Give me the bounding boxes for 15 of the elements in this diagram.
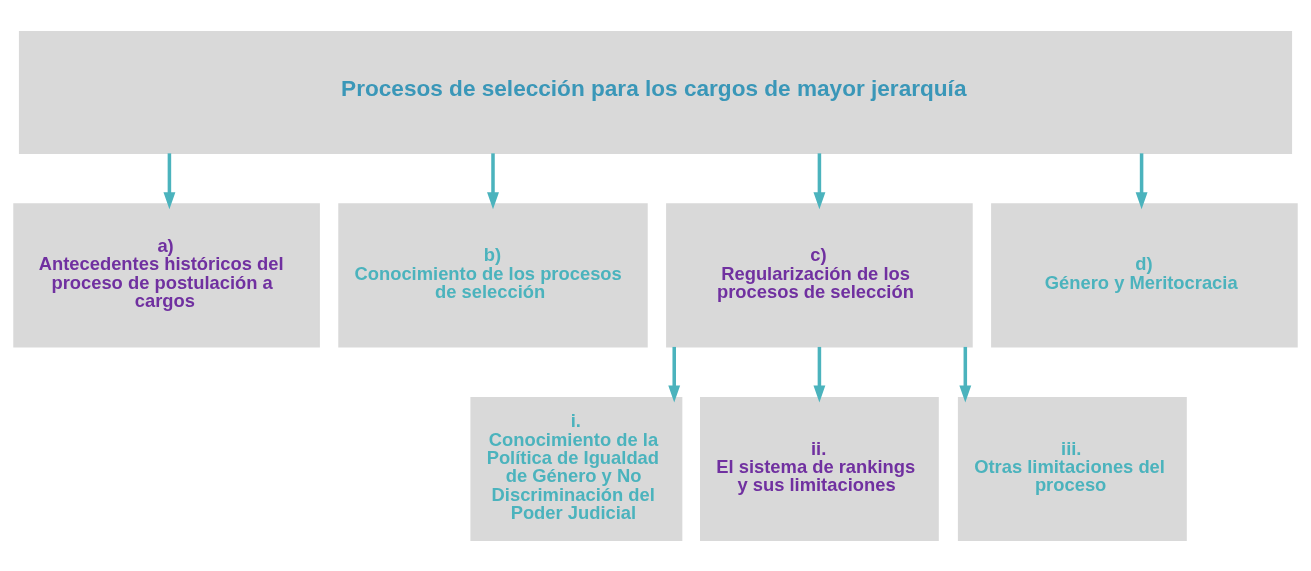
node-box: i. Conocimiento de la Política de Igualdad de Género y No Discriminación del Poder Judicial [470,396,683,541]
node-box: a) Antecedentes históricos del proceso de postulación a cargos [13,202,320,347]
arrow [1135,152,1148,209]
node-box: ii. El sistema de rankings y sus limitaciones [700,396,939,541]
arrow [163,152,176,209]
node-box: b) Conocimiento de los procesos de selección [338,202,648,347]
node-box: c) Regularización de los procesos de selección [666,202,973,347]
arrow [487,152,499,209]
arrow [959,346,972,402]
node-box: iii. Otras limitaciones del proceso [957,396,1187,541]
node-box: Procesos de selección para los cargos de mayor jerarquía [18,30,1293,154]
arrow [813,346,826,402]
arrow [668,346,681,402]
node-box: d) Género y Meritocracia [991,202,1298,347]
arrow [813,152,826,209]
